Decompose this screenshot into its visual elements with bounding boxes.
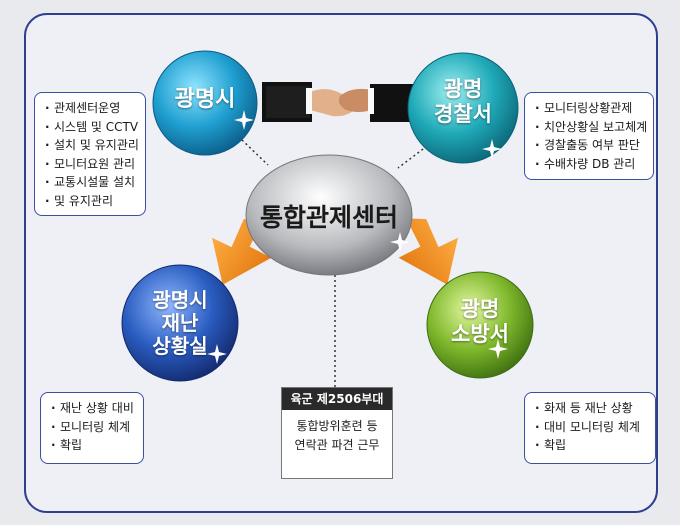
- center-label-text: 통합관제센터: [259, 203, 398, 232]
- army-title: 육군 제2506부대: [282, 388, 392, 410]
- fire-circle: [426, 271, 534, 379]
- sparkle-icons: [207, 110, 508, 364]
- disaster-circle: [121, 264, 239, 382]
- city-note-item: 모니터요원 관리: [45, 155, 137, 174]
- police-note-item: 치안상황실 보고체계: [535, 118, 647, 137]
- police-label-line2: 경찰서: [434, 102, 492, 127]
- city-circle: [152, 50, 258, 156]
- police-label-line1: 광명: [443, 77, 483, 101]
- city-note: 관제센터운영 시스템 및 CCTV 설치 및 유지관리 모니터요원 관리 교통시…: [34, 92, 146, 216]
- city-note-item: 관제센터운영: [45, 99, 137, 118]
- police-circle: [407, 52, 519, 164]
- disaster-note-item: 재난 상황 대비: [51, 399, 135, 418]
- disaster-note-item: 확립: [51, 436, 135, 455]
- disaster-note: 재난 상황 대비 모니터링 체계 확립: [40, 392, 144, 464]
- army-desc-line1: 통합방위훈련 등: [296, 419, 378, 433]
- disaster-label-line3: 상황실: [152, 334, 208, 358]
- connector-lines: [241, 139, 436, 387]
- fire-label-line1: 광명: [460, 297, 500, 321]
- city-label-text: 광명시: [174, 87, 236, 112]
- fire-label: 광명 소방서: [430, 297, 530, 347]
- fire-label-line2: 소방서: [451, 322, 509, 347]
- fire-note: 화재 등 재난 상황 대비 모니터링 체계 확립: [524, 392, 656, 464]
- center-label: 통합관제센터: [246, 198, 412, 234]
- disaster-note-item: 모니터링 체계: [51, 418, 135, 437]
- city-note-item: 시스템 및 CCTV: [45, 118, 138, 137]
- army-desc-line2: 연락관 파견 근무: [294, 438, 380, 452]
- city-note-item: 및 유지관리: [45, 192, 137, 211]
- police-note: 모니터링상황관제 치안상황실 보고체계 경찰출동 여부 판단 수배차량 DB 관…: [524, 92, 654, 180]
- disaster-label-line2: 재난: [161, 311, 199, 335]
- police-label: 광명 경찰서: [413, 77, 513, 127]
- police-note-item: 수배차량 DB 관리: [535, 155, 645, 174]
- arrow-to-disaster: [212, 218, 272, 285]
- city-note-item: 교통시설물 설치: [45, 173, 137, 192]
- center-circle: [245, 154, 413, 276]
- army-description: 통합방위훈련 등 연락관 파견 근무: [282, 410, 392, 455]
- fire-note-item: 대비 모니터링 체계: [535, 418, 647, 437]
- arrow-to-fire: [398, 218, 458, 285]
- police-note-item: 경찰출동 여부 판단: [535, 136, 645, 155]
- city-note-item: 설치 및 유지관리: [45, 136, 139, 155]
- city-label: 광명시: [158, 87, 252, 113]
- fire-note-item: 확립: [535, 436, 647, 455]
- disaster-label-line1: 광명시: [152, 288, 208, 312]
- army-box: 육군 제2506부대 통합방위훈련 등 연락관 파견 근무: [281, 387, 393, 479]
- fire-note-item: 화재 등 재난 상황: [535, 399, 647, 418]
- police-note-item: 모니터링상황관제: [535, 99, 645, 118]
- disaster-label: 광명시 재난 상황실: [130, 289, 230, 358]
